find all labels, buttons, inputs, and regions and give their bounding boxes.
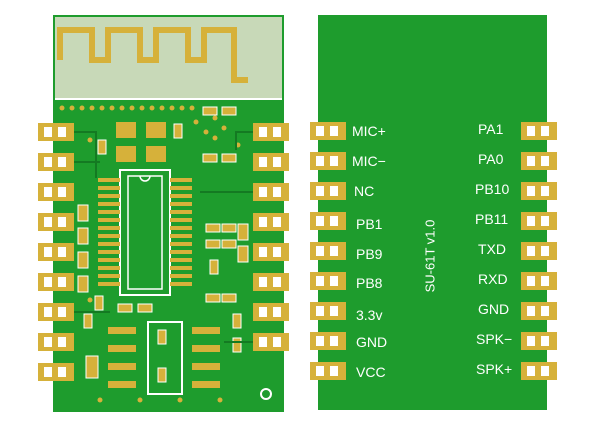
smd-passives	[77, 106, 249, 383]
pin-label-left-1: MIC+	[352, 123, 386, 139]
pin-label-left-2: MIC−	[352, 153, 386, 169]
front-traces	[74, 131, 253, 343]
front-right-pads	[253, 123, 289, 400]
pin-label-right-5: TXD	[478, 241, 506, 257]
antenna-trace	[57, 27, 248, 83]
pin-label-right-3: PB10	[475, 181, 510, 197]
pin-label-right-4: PB11	[475, 211, 509, 227]
pin-label-left-5: PB9	[356, 246, 383, 262]
back-board-fill	[318, 15, 547, 410]
pin-label-right-2: PA0	[478, 151, 504, 167]
pin-label-left-4: PB1	[356, 216, 383, 232]
main-ic-footprint	[98, 169, 192, 296]
pin-label-right-1: PA1	[478, 121, 504, 137]
back-right-pads	[521, 122, 557, 380]
pin-label-left-7: 3.3v	[356, 307, 383, 323]
back-left-pads	[310, 122, 346, 380]
via-row	[59, 105, 241, 403]
amplifier-footprint	[108, 321, 220, 395]
pin-label-left-6: PB8	[356, 275, 383, 291]
pin-label-right-9: SPK+	[476, 361, 513, 377]
module-version-label: SU-61T v1.0	[422, 219, 438, 293]
front-left-pads	[38, 123, 74, 381]
pin-label-left-3: NC	[354, 183, 375, 199]
pin-label-right-8: SPK−	[476, 331, 513, 347]
pin-label-right-7: GND	[478, 301, 510, 317]
crystal-footprint	[116, 122, 166, 162]
pin-label-right-6: RXD	[478, 271, 508, 287]
pin-label-left-9: VCC	[356, 364, 386, 380]
pin1-marker	[260, 388, 272, 400]
pin-label-left-8: GND	[356, 334, 388, 350]
